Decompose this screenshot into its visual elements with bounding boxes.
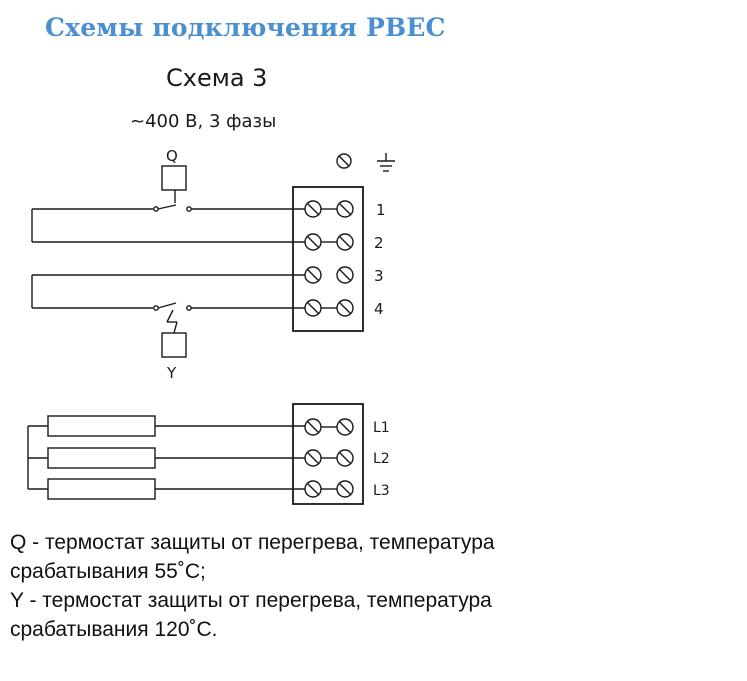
terminal-row-3 <box>304 266 354 284</box>
thermostat-y-circuit <box>31 274 305 358</box>
legend-line-y-temp: срабатывания 120˚С. <box>10 618 218 641</box>
scheme-subtitle: ~400 В, 3 фазы <box>130 111 277 132</box>
terminal-label-3: 3 <box>374 267 384 285</box>
terminal-row-l2 <box>304 449 354 467</box>
heating-element-1 <box>47 415 156 437</box>
terminal-row-4 <box>304 299 354 317</box>
legend-line-q-temp: срабатывания 55˚С; <box>10 560 206 583</box>
terminal-label-l1: L1 <box>373 420 390 436</box>
terminal-row-l1 <box>304 418 354 436</box>
legend-line-y: Y - термостат защиты от перегрева, темпе… <box>10 589 492 612</box>
terminal-label-l2: L2 <box>373 451 390 467</box>
screw-icon <box>336 153 352 169</box>
power-terminal-block <box>292 403 364 505</box>
terminal-label-1: 1 <box>376 201 386 219</box>
page-title: Схемы подключения РВЕС <box>45 13 446 42</box>
terminal-label-2: 2 <box>374 234 384 252</box>
thermostat-q-symbol <box>161 165 187 191</box>
thermostat-y-symbol <box>161 332 187 358</box>
heating-elements <box>27 415 305 500</box>
heating-element-2 <box>47 447 156 469</box>
ground-icon <box>377 153 395 172</box>
terminal-row-l3 <box>304 480 354 498</box>
legend: Q - термостат защиты от перегрева, темпе… <box>10 528 740 644</box>
thermostat-q-circuit <box>31 165 305 243</box>
terminal-row-2 <box>304 233 354 251</box>
control-terminal-block <box>292 186 364 332</box>
terminal-row-1 <box>304 200 354 218</box>
legend-line-q: Q - термостат защиты от перегрева, темпе… <box>10 531 495 554</box>
terminal-label-l3: L3 <box>373 483 390 499</box>
scheme-title: Схема 3 <box>166 64 268 92</box>
thermostat-y-label: Y <box>166 364 177 382</box>
heating-element-3 <box>47 478 156 500</box>
terminal-label-4: 4 <box>374 300 384 318</box>
thermostat-q-label: Q <box>166 147 178 165</box>
